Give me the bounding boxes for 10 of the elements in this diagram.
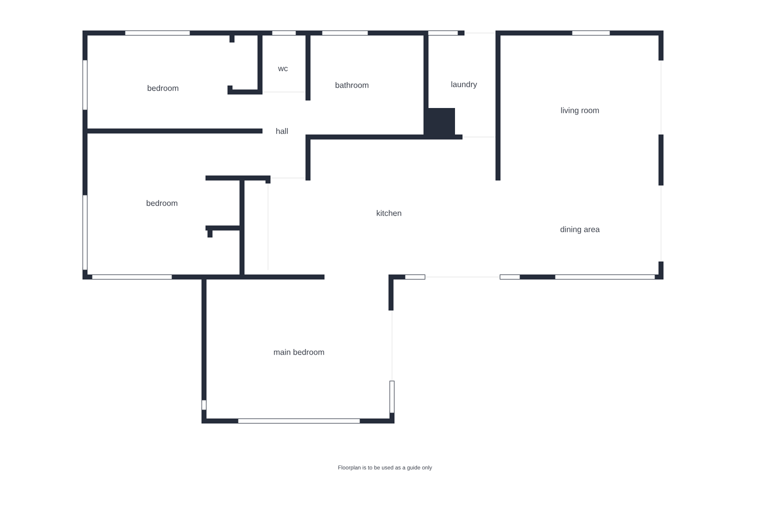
- room-label: main bedroom: [274, 349, 324, 355]
- room-label: bedroom: [146, 200, 178, 206]
- room-label: living room: [561, 107, 599, 115]
- room-label: bathroom: [336, 82, 368, 88]
- room-label: hall: [276, 128, 288, 134]
- room-label: dining area: [560, 226, 600, 234]
- room-label: laundry: [451, 81, 478, 89]
- room-label: kitchen: [376, 210, 402, 216]
- room-label: wc: [278, 66, 288, 72]
- room-label: bedroom: [148, 85, 178, 91]
